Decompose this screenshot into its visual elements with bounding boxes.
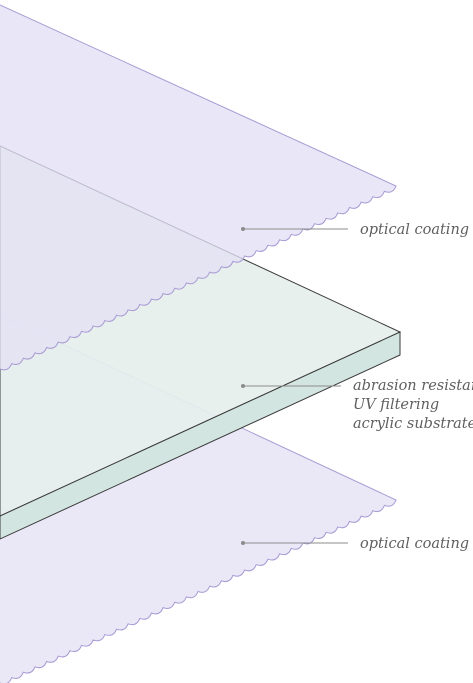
label-text-substrate-line-2: UV filtering	[353, 397, 439, 413]
label-text-substrate-line-1: abrasion resistant	[353, 378, 473, 394]
label-bottom-coating: optical coating	[241, 536, 469, 552]
bottom-optical-coating-edge	[0, 314, 397, 683]
label-substrate: abrasion resistant UV filtering acrylic …	[241, 378, 473, 432]
label-top-coating: optical coating	[241, 222, 469, 238]
leader-dot-bottom-coating	[241, 541, 245, 545]
label-text-top-coating: optical coating	[360, 222, 469, 238]
substrate-side-edge	[0, 331, 401, 540]
leader-dot-substrate	[241, 384, 245, 388]
label-text-substrate-line-3: acrylic substrate	[353, 416, 473, 432]
top-optical-coating-sheet	[0, 5, 396, 370]
top-optical-coating-edge	[0, 4, 397, 371]
leader-dot-top-coating	[241, 227, 245, 231]
label-text-bottom-coating: optical coating	[360, 536, 469, 552]
